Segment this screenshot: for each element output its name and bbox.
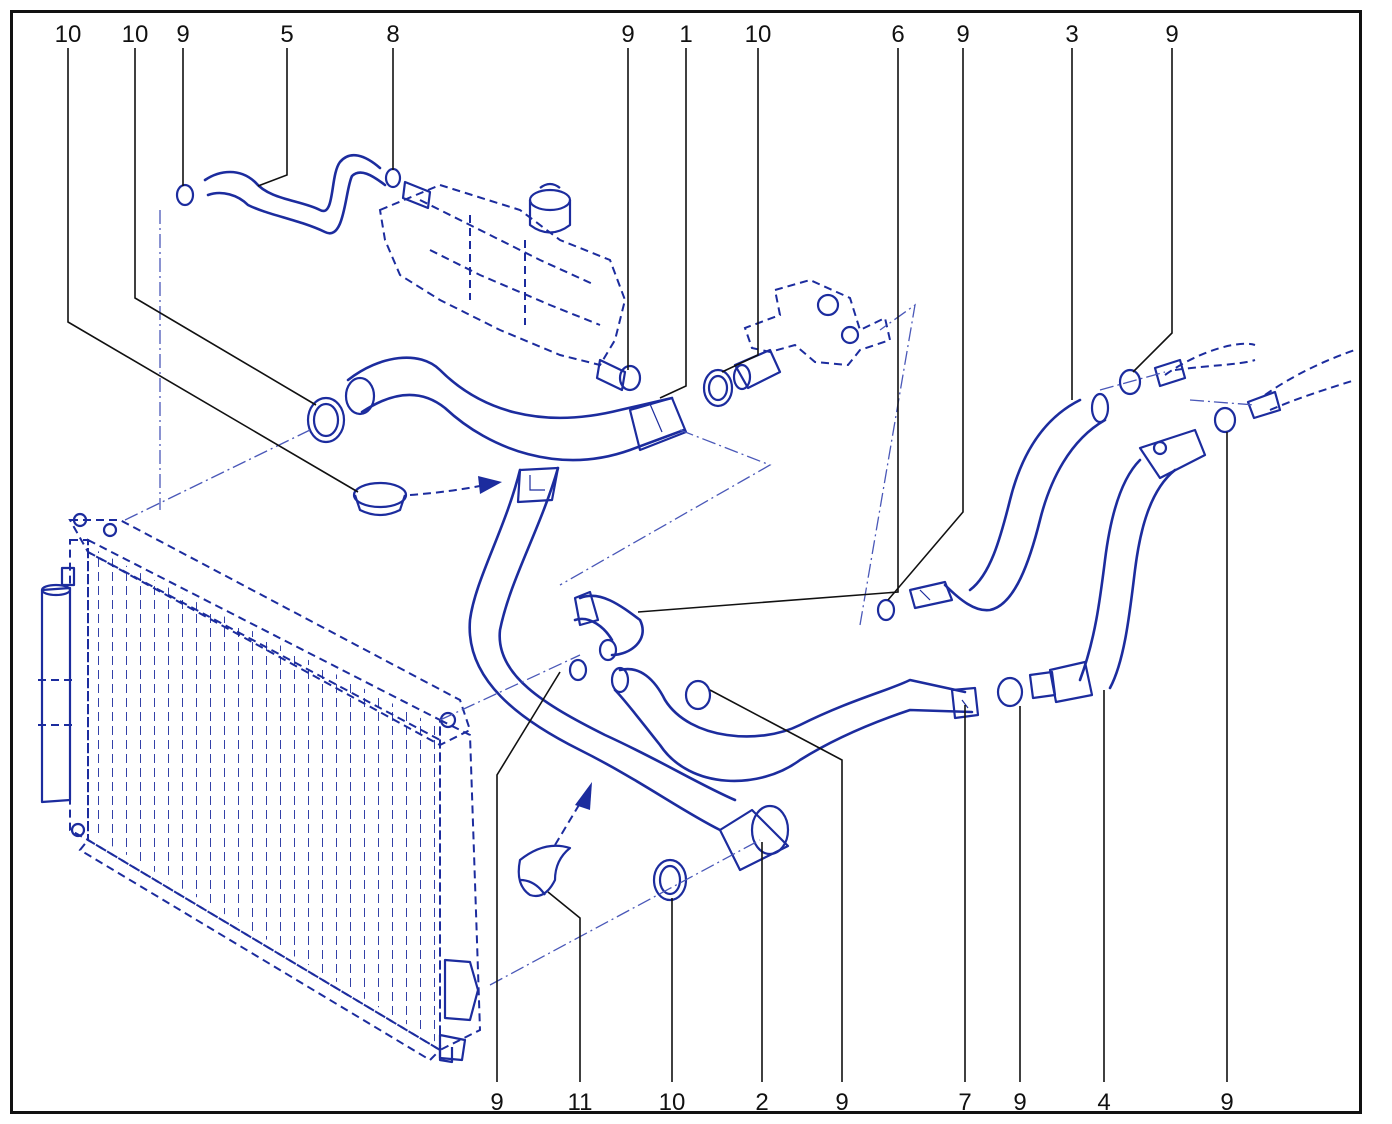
clamps [175, 167, 1237, 902]
callout-top-1: 10 [55, 21, 82, 48]
callout-bottom-2: 11 [568, 1089, 593, 1116]
hose-5-tank-vent [203, 153, 387, 235]
callout-bottom-5: 9 [835, 1089, 848, 1116]
leader-lines [67, 48, 1228, 1082]
callout-top-11: 3 [1065, 21, 1078, 48]
assembly-center-lines [124, 210, 1256, 986]
callout-bottom-9: 9 [1220, 1089, 1233, 1116]
callout-top-12: 9 [1165, 21, 1178, 48]
callout-top-8: 10 [745, 21, 772, 48]
callout-bottom-6: 7 [958, 1089, 971, 1116]
clip-part-11-with-arrow [517, 782, 592, 898]
callout-labels-top: 10 10 9 5 8 9 1 10 6 9 3 9 [55, 21, 1179, 48]
hose-2-radiator-lower [468, 466, 790, 872]
clip-part-10-with-arrow [352, 476, 502, 517]
hose-6-bypass [573, 590, 644, 662]
callout-bottom-4: 2 [755, 1089, 768, 1116]
callout-bottom-1: 9 [490, 1089, 503, 1116]
callout-top-9: 6 [891, 21, 904, 48]
callout-bottom-7: 9 [1013, 1089, 1026, 1116]
hose-1-radiator-upper [344, 356, 688, 462]
callout-top-5: 8 [386, 21, 399, 48]
callout-bottom-8: 4 [1097, 1089, 1110, 1116]
callout-top-4: 5 [280, 21, 293, 48]
radiator [38, 512, 482, 1064]
callout-labels-bottom: 9 11 10 2 9 7 9 4 9 [490, 1089, 1233, 1116]
hose-7-heater-lower [610, 666, 980, 783]
callout-top-3: 9 [176, 21, 189, 48]
callout-top-7: 1 [679, 21, 692, 48]
callout-bottom-3: 10 [659, 1089, 686, 1116]
hose-4-heater-supply [1028, 428, 1207, 704]
expansion-tank [378, 180, 627, 392]
callout-top-2: 10 [122, 21, 149, 48]
callout-top-10: 9 [956, 21, 969, 48]
heater-pipe-stubs [1153, 342, 1356, 420]
callout-top-6: 9 [621, 21, 634, 48]
hose-3-heater-return [908, 392, 1110, 612]
